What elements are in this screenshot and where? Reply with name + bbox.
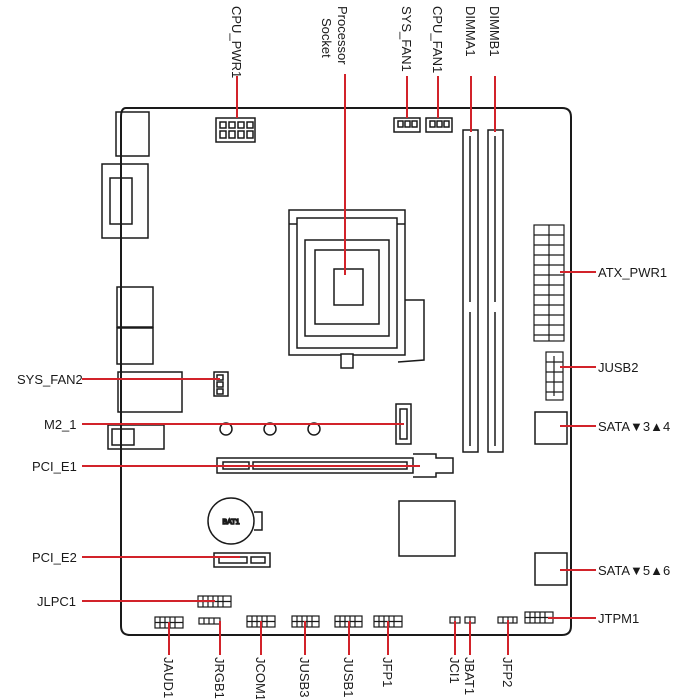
label-jfp1: JFP1	[380, 657, 395, 687]
label-sys-fan1: SYS_FAN1	[399, 6, 414, 72]
io-port-2	[101, 163, 149, 239]
label-jbat: JBAT1	[462, 657, 477, 695]
board-outline	[120, 107, 572, 636]
label-cpu-fan: CPU_FAN1	[430, 6, 445, 73]
label-jusb2: JUSB2	[598, 360, 638, 375]
label-m2: M2_1	[44, 417, 77, 432]
label-atx-pwr: ATX_PWR1	[598, 265, 667, 280]
sata-connectors	[534, 411, 568, 586]
label-jusb3: JUSB3	[297, 657, 312, 697]
label-jcom: JCOM1	[253, 657, 268, 699]
io-port-4	[116, 327, 154, 365]
jrgb-header	[198, 617, 221, 625]
cpu-socket-center	[333, 268, 364, 306]
label-dimma: DIMMA1	[463, 6, 478, 57]
label-sys-fan2: SYS_FAN2	[17, 372, 83, 387]
bottom-labels: JAUD1 JRGB1 JCOM1 JUSB3 JUSB1 JFP1 JCI1 …	[161, 657, 515, 699]
fan-headers	[213, 117, 453, 397]
io-port-1	[115, 111, 150, 157]
jusb2-connector	[545, 351, 564, 401]
battery: BAT1	[207, 497, 263, 545]
label-sata34: SATA▼3▲4	[598, 419, 670, 434]
label-jlpc: JLPC1	[37, 594, 76, 609]
label-jusb1: JUSB1	[341, 657, 356, 697]
dimm-slots	[462, 129, 504, 453]
label-cpu-pwr: CPU_PWR1	[229, 6, 244, 78]
label-pcie2: PCI_E2	[32, 550, 77, 565]
leader-lines	[82, 74, 596, 655]
sys-fan2-header	[213, 371, 229, 397]
io-port-3	[116, 286, 154, 328]
label-jci: JCI1	[447, 657, 462, 684]
label-dimmb: DIMMB1	[487, 6, 502, 57]
cpu-pwr-connector	[215, 117, 256, 143]
pcie2-slot	[213, 552, 271, 568]
battery-label: BAT1	[223, 519, 240, 526]
rear-io-ports	[101, 111, 183, 450]
label-processor-line1: Processor	[335, 6, 350, 65]
label-jaud: JAUD1	[161, 657, 176, 698]
io-port-6-inner	[111, 428, 135, 446]
label-pcie1: PCI_E1	[32, 459, 77, 474]
label-jrgb: JRGB1	[212, 657, 227, 699]
io-port-2-inner	[109, 177, 133, 225]
sata34-connector	[534, 411, 568, 445]
right-labels: ATX_PWR1 JUSB2 SATA▼3▲4 SATA▼5▲6 JTPM1	[598, 265, 670, 626]
label-jfp2: JFP2	[500, 657, 515, 687]
chipset	[398, 500, 456, 557]
label-processor-line2: Socket	[319, 18, 334, 58]
label-jtpm: JTPM1	[598, 611, 639, 626]
io-port-5	[117, 371, 183, 413]
board	[120, 107, 572, 636]
top-labels: CPU_PWR1 Processor Socket SYS_FAN1 CPU_F…	[229, 6, 502, 78]
label-sata56: SATA▼5▲6	[598, 563, 670, 578]
atx-pwr-connector	[533, 224, 565, 342]
cpu-socket	[288, 209, 425, 369]
left-labels: SYS_FAN2 M2_1 PCI_E1 PCI_E2 JLPC1	[17, 372, 83, 609]
